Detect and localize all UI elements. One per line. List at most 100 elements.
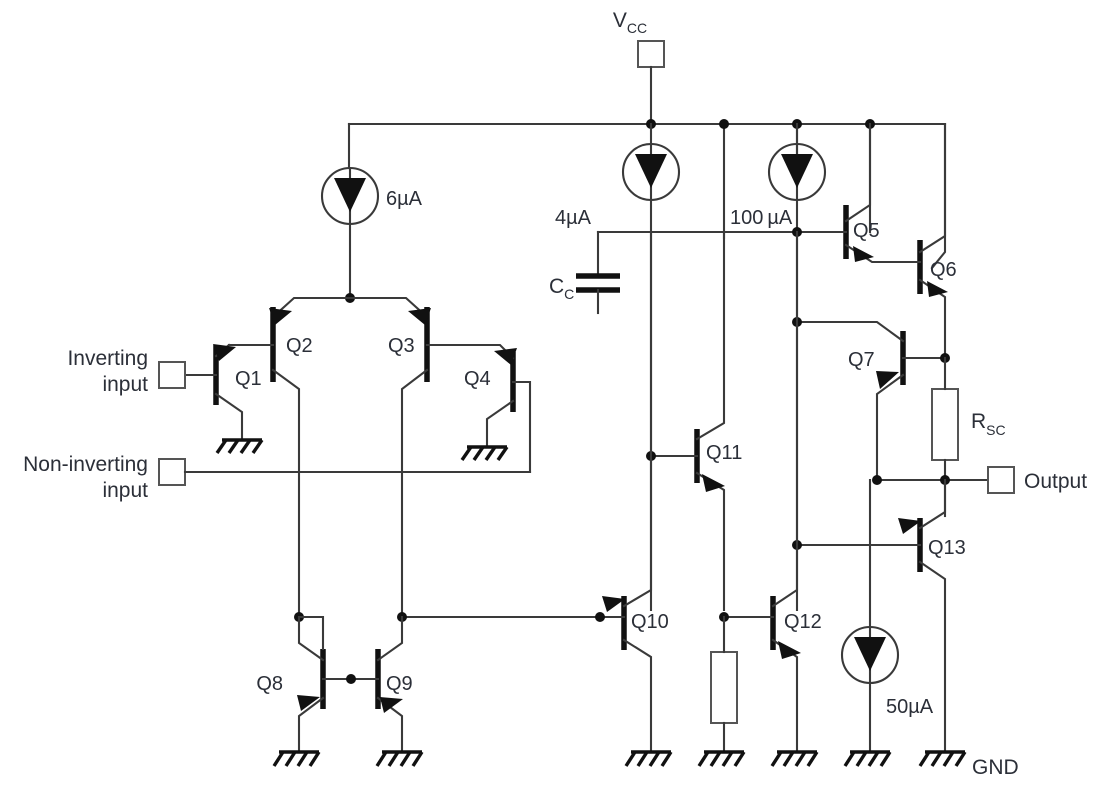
gnd5-h2: [782, 751, 795, 767]
node-dot-rail-1: [719, 119, 729, 129]
q9-collector-wire: [376, 615, 404, 662]
current-source-50ua: [840, 478, 900, 754]
q4-gnd-h3: [484, 446, 497, 461]
q4-gnd-h1: [460, 446, 473, 461]
cs-4ua-arrow: [635, 154, 667, 188]
resistor-unlabeled: [710, 615, 738, 754]
q4-label: Q4: [464, 368, 491, 390]
transistor-q2: [227, 307, 301, 619]
q11-emitter-wire: [695, 471, 726, 612]
q13-collector-wire: [918, 478, 947, 530]
q7-base-wire: [795, 320, 905, 343]
non-inverting-input-group: [158, 458, 532, 486]
q1-label: Q1: [235, 368, 262, 390]
gnd2-h4: [411, 751, 424, 767]
gnd7-h3: [942, 751, 955, 767]
transistor-q13: [792, 478, 947, 754]
ground-q13: [918, 750, 967, 767]
q12-collector-wire: [771, 230, 799, 608]
gnd4-h2: [709, 751, 722, 767]
r-unlabeled-body: [710, 651, 738, 724]
non-inverting-input-label-line2: input: [102, 479, 148, 502]
gnd4-h4: [733, 751, 746, 767]
q8-emitter-arrow: [297, 695, 320, 711]
gnd5-h1: [770, 751, 783, 767]
output-terminal-square[interactable]: [987, 466, 1015, 494]
gnd4-h3: [721, 751, 734, 767]
resistor-rsc: [931, 356, 959, 482]
q1-gnd-h2: [227, 439, 240, 454]
transistor-q9: [321, 615, 404, 754]
inverting-input-square[interactable]: [158, 361, 186, 389]
gnd6-h3: [867, 751, 880, 767]
gnd6-h2: [855, 751, 868, 767]
cs-6ua-label: 6µA: [386, 188, 423, 210]
q2-label: Q2: [286, 335, 313, 357]
q9-emitter-arrow: [380, 697, 403, 713]
gnd6-h4: [879, 751, 892, 767]
output-label: Output: [1024, 470, 1087, 493]
q8-emitter-wire: [297, 696, 325, 754]
node-dot-mirror-base: [346, 674, 356, 684]
q3-emitter-wire: [400, 368, 429, 619]
q2-emitter-wire: [271, 368, 301, 619]
q10-label: Q10: [631, 611, 669, 633]
q1-gnd-h3: [239, 439, 252, 454]
q11-collector-wire: [695, 230, 726, 441]
transistor-q8: [297, 615, 326, 754]
gnd7-h2: [930, 751, 943, 767]
q1-gnd-h4: [251, 439, 264, 454]
ground-q12: [770, 750, 819, 767]
q12-emitter-arrow: [778, 641, 801, 659]
vcc-terminal-square[interactable]: [637, 40, 665, 68]
vcc-terminal-group: [637, 40, 665, 126]
q8-collector-tie-wire: [297, 615, 325, 651]
q13-label: Q13: [928, 537, 966, 559]
ground-cs50ua: [843, 750, 892, 767]
gnd3-h3: [648, 751, 661, 767]
gnd3-h2: [636, 751, 649, 767]
q7-emitter-arrow: [876, 371, 899, 389]
transistor-q12: [719, 230, 801, 754]
q11-label: Q11: [706, 442, 742, 464]
q9-label: Q9: [386, 673, 413, 695]
gnd-label: GND: [972, 756, 1019, 779]
transistor-q6: [903, 122, 948, 360]
cs-4ua-label: 4µA: [555, 207, 592, 229]
cs-50ua-label: 50µA: [886, 696, 934, 718]
transistor-q5: [818, 122, 907, 264]
q10-collector-wire: [622, 230, 653, 608]
ground-q4: [460, 445, 509, 461]
q5-label: Q5: [853, 220, 880, 242]
transistor-q1: [183, 343, 244, 442]
cs-100ua-label: 100 µA: [730, 207, 793, 229]
q4-gnd-h2: [472, 446, 485, 461]
q6-label: Q6: [930, 259, 957, 281]
transistor-q10: [400, 230, 653, 754]
gnd3-h1: [624, 751, 637, 767]
gnd2-h3: [399, 751, 412, 767]
cs-6ua-arrow: [334, 178, 366, 212]
transistor-q11: [646, 230, 726, 612]
gnd5-h4: [806, 751, 819, 767]
cs-100ua-arrow: [781, 154, 813, 188]
ground-q9: [375, 750, 424, 767]
q10-collector-arrow: [602, 596, 625, 612]
transistor-q3: [400, 307, 473, 619]
gnd1-h1: [272, 751, 285, 767]
ground-q10: [624, 750, 673, 767]
rail-to-q6-collector-wire: [930, 122, 947, 270]
node-dot-q10-base: [595, 612, 605, 622]
current-source-6ua: [320, 166, 380, 300]
gnd2-h2: [387, 751, 400, 767]
output-terminal-group: [872, 466, 1015, 518]
vcc-label: VCC: [613, 9, 647, 36]
gnd2-h1: [375, 751, 388, 767]
transistor-q4: [469, 343, 532, 474]
q7-label: Q7: [848, 349, 875, 371]
non-inverting-input-square[interactable]: [158, 458, 186, 486]
q6-emitter-arrow: [927, 281, 948, 297]
q1-gnd-h1: [215, 439, 228, 454]
